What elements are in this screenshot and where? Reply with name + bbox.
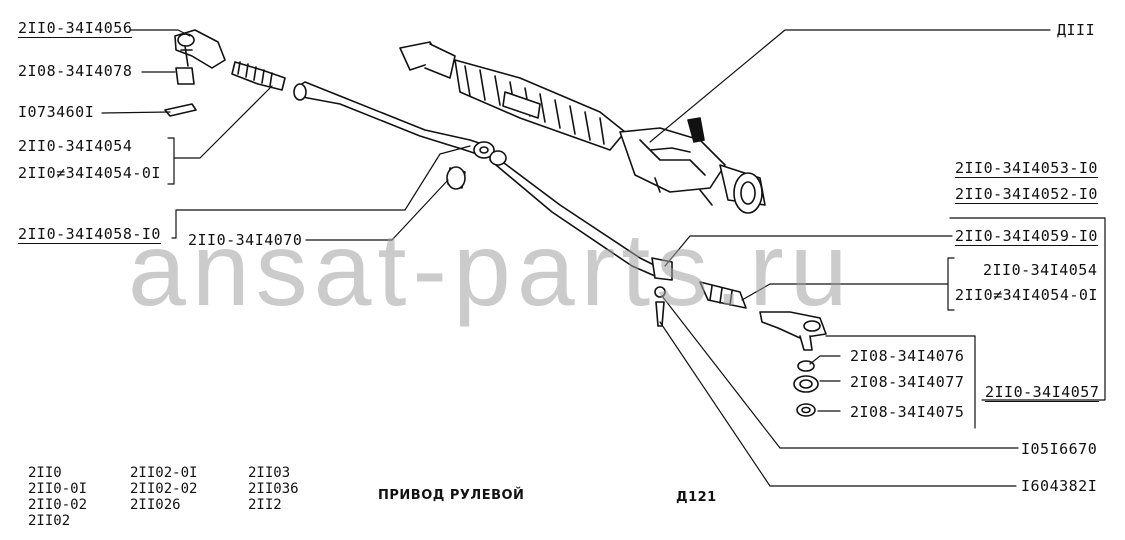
model-item: 2II0-02 [28, 497, 88, 513]
part-label-2110-3414056: 2II0-34I4056 [18, 19, 133, 38]
model-item: 2II02 [28, 513, 71, 529]
model-item: 2II03 [248, 465, 291, 481]
diagram-code: Д121 [676, 490, 717, 505]
part-label-2108-3414078: 2I08-34I4078 [18, 62, 133, 80]
part-label-d111: ДIII [1057, 21, 1096, 39]
part-label-2110-3414070: 2II0-34I4070 [188, 231, 303, 249]
model-list-column-1: 2II0 2II0-0I 2II0-02 2II02 [28, 465, 87, 529]
part-label-2108-3414077: 2I08-34I4077 [850, 373, 965, 391]
model-item: 2II036 [248, 481, 299, 497]
model-list-column-2: 2II02-0I 2II02-02 2II026 [130, 465, 197, 513]
part-label-2110-3414058-10: 2II0-34I4058-I0 [18, 225, 161, 244]
part-label-2110-3414054-right: 2II0-34I4054 [983, 261, 1098, 279]
part-label-2110-3414057: 2II0-34I4057 [985, 383, 1100, 402]
part-label-2110-3414054-01: 2II0≠34I4054-0I [18, 164, 161, 182]
part-label-10734601: I073460I [18, 103, 95, 121]
part-label-2110-3414054: 2II0-34I4054 [18, 137, 133, 155]
model-item: 2II0 [28, 465, 62, 481]
part-label-2110-3414059-10: 2II0-34I4059-I0 [955, 227, 1098, 246]
part-label-2108-3414076: 2I08-34I4076 [850, 347, 965, 365]
steering-rack-housing [399, 41, 766, 214]
model-item: 2II02-0I [130, 465, 198, 481]
diagram-title: ПРИВОД РУЛЕВОЙ [378, 488, 525, 503]
model-item: 2II0-0I [28, 481, 88, 497]
model-item: 2II026 [130, 497, 181, 513]
model-list-column-3: 2II03 2II036 2II2 [248, 465, 299, 513]
part-label-2110-3414053-10: 2II0-34I4053-I0 [955, 159, 1098, 178]
right-tie-rod [489, 150, 827, 417]
left-tie-rod [164, 29, 495, 190]
model-item: 2II02-02 [130, 481, 198, 497]
part-label-10516670: I05I6670 [1021, 440, 1098, 458]
part-label-2108-3414075: 2I08-34I4075 [850, 403, 965, 421]
leader-lines [101, 29, 1106, 487]
model-item: 2II2 [248, 497, 282, 513]
part-label-2110-3414054-01-right: 2II0≠34I4054-0I [955, 286, 1098, 304]
part-label-16043821: I604382I [1021, 477, 1098, 495]
part-label-2110-3414052-10: 2II0-34I4052-I0 [955, 185, 1098, 204]
